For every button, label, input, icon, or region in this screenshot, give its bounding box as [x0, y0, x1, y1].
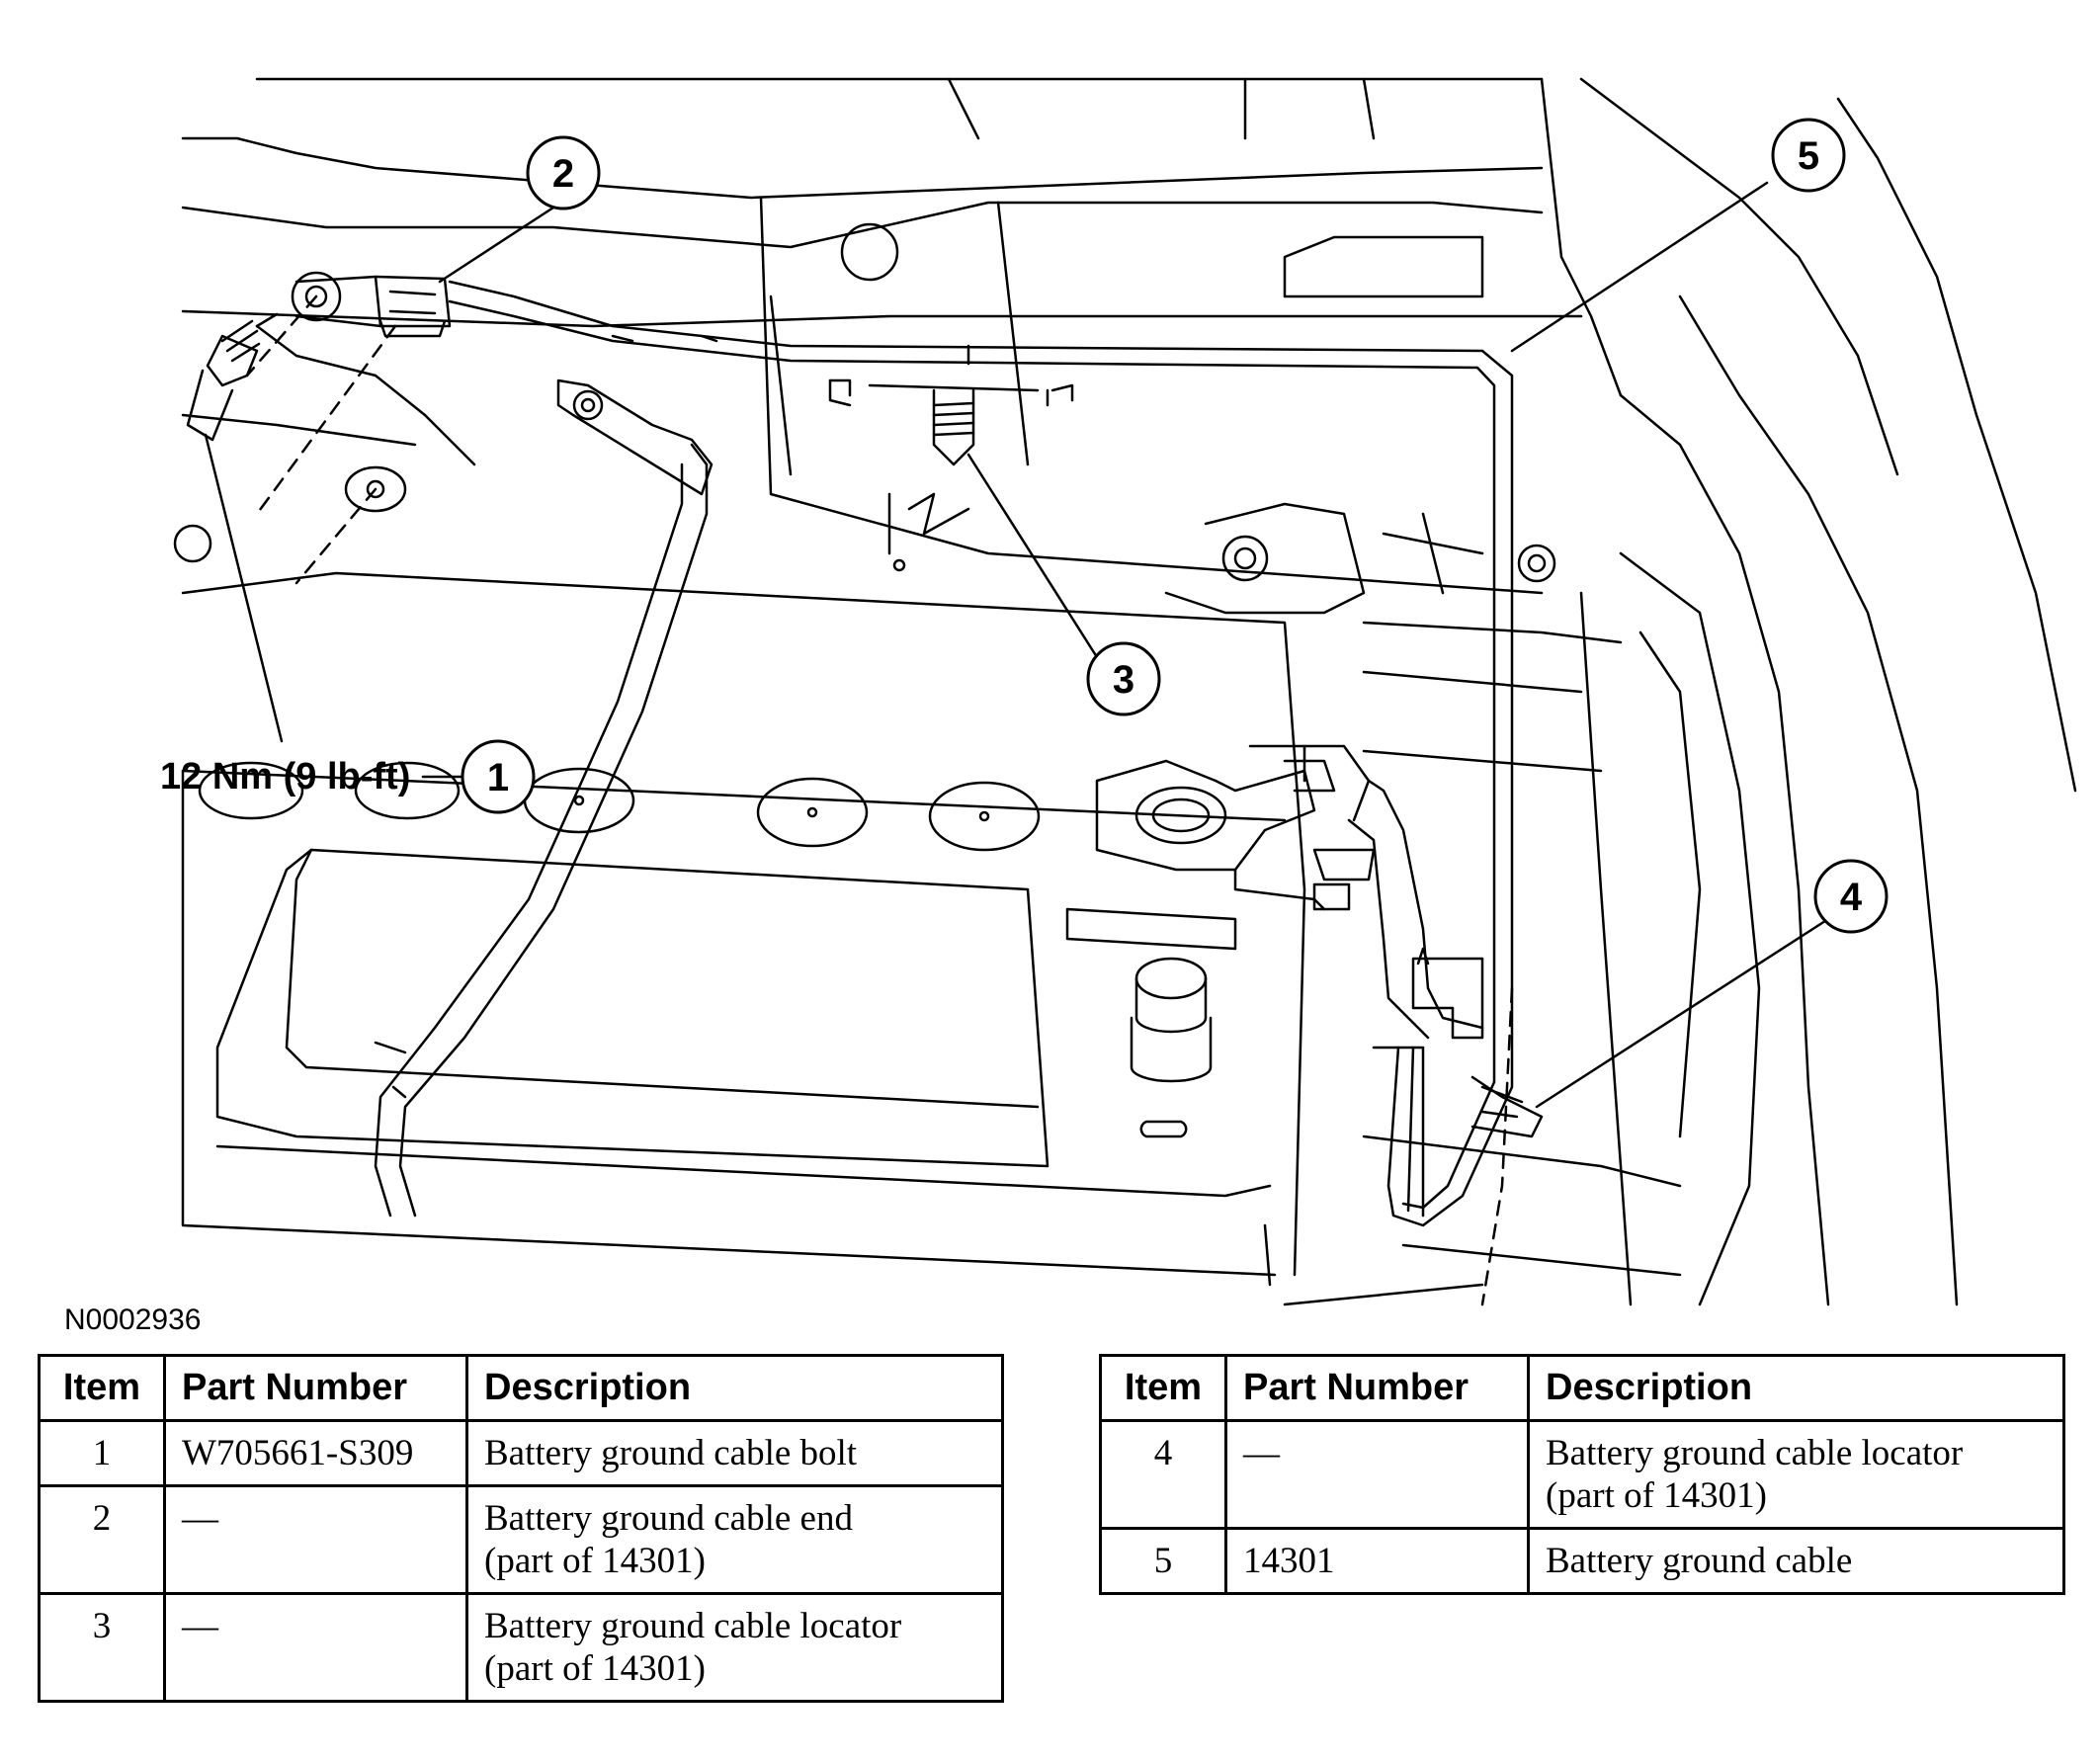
- cell-item: 4: [1099, 1419, 1227, 1530]
- cell-description: Battery ground cable locator(part of 143…: [1527, 1419, 2065, 1530]
- description-line: Battery ground cable locator: [1546, 1433, 1964, 1473]
- figure-code: N0002936: [64, 1303, 201, 1336]
- cell-description: Battery ground cable bolt: [465, 1419, 1004, 1487]
- cell-part-number: —: [163, 1592, 468, 1703]
- cell-part-number: W705661-S309: [163, 1419, 468, 1487]
- description-line: (part of 14301): [484, 1541, 706, 1581]
- cell-part-number: —: [163, 1484, 468, 1595]
- parts-table-left: Item Part Number Description 1 W705661-S…: [38, 1354, 1004, 1703]
- svg-text:1: 1: [487, 756, 509, 799]
- svg-text:5: 5: [1798, 134, 1819, 178]
- cell-part-number: —: [1224, 1419, 1530, 1530]
- callout-5: 5: [1771, 118, 1846, 193]
- svg-text:2: 2: [552, 152, 574, 196]
- svg-text:4: 4: [1840, 876, 1863, 919]
- column-header-description: Description: [465, 1354, 1004, 1422]
- cell-description: Battery ground cable end(part of 14301): [465, 1484, 1004, 1595]
- cell-description: Battery ground cable: [1527, 1527, 2065, 1595]
- column-header-item: Item: [38, 1354, 166, 1422]
- column-header-part-number: Part Number: [163, 1354, 468, 1422]
- torque-label: 12 Nm (9 lb-ft): [160, 756, 410, 798]
- callout-1: 1: [461, 739, 536, 814]
- column-header-item: Item: [1099, 1354, 1227, 1422]
- description-line: (part of 14301): [484, 1648, 706, 1689]
- description-line: Battery ground cable bolt: [484, 1433, 858, 1473]
- description-line: Battery ground cable locator: [484, 1606, 902, 1646]
- cell-item: 5: [1099, 1527, 1227, 1595]
- description-line: (part of 14301): [1546, 1475, 1767, 1516]
- alignment-dashes: [245, 294, 1514, 1306]
- table-row: 4 — Battery ground cable locator(part of…: [1099, 1419, 2065, 1530]
- leader-lines: [204, 181, 1830, 1109]
- cell-item: 2: [38, 1484, 166, 1595]
- table-header-row: Item Part Number Description: [1099, 1354, 2065, 1422]
- cell-item: 3: [38, 1592, 166, 1703]
- callout-4: 4: [1813, 859, 1889, 934]
- cable-end-and-bolt: [186, 271, 452, 513]
- column-header-part-number: Part Number: [1224, 1354, 1530, 1422]
- positive-battery-cable: [374, 378, 714, 1218]
- parts-table-right: Item Part Number Description 4 — Battery…: [1099, 1354, 2065, 1595]
- cell-item: 1: [38, 1419, 166, 1487]
- description-line: Battery ground cable end: [484, 1498, 853, 1539]
- cable-locator-3: [828, 378, 1074, 466]
- callout-2: 2: [526, 135, 601, 210]
- cell-part-number: 14301: [1224, 1527, 1530, 1595]
- vehicle-body-panels: [173, 77, 2077, 1306]
- battery: [181, 571, 1351, 1287]
- column-header-description: Description: [1527, 1354, 2065, 1422]
- table-row: 5 14301 Battery ground cable: [1099, 1527, 2065, 1595]
- table-header-row: Item Part Number Description: [38, 1354, 1004, 1422]
- callout-3: 3: [1086, 641, 1161, 716]
- table-row: 1 W705661-S309 Battery ground cable bolt: [38, 1419, 1004, 1487]
- cell-description: Battery ground cable locator(part of 143…: [465, 1592, 1004, 1703]
- battery-ground-cable: [448, 280, 1544, 1227]
- table-row: 2 — Battery ground cable end(part of 143…: [38, 1484, 1004, 1595]
- table-row: 3 — Battery ground cable locator(part of…: [38, 1592, 1004, 1703]
- description-line: Battery ground cable: [1546, 1541, 1853, 1581]
- svg-text:3: 3: [1113, 658, 1134, 702]
